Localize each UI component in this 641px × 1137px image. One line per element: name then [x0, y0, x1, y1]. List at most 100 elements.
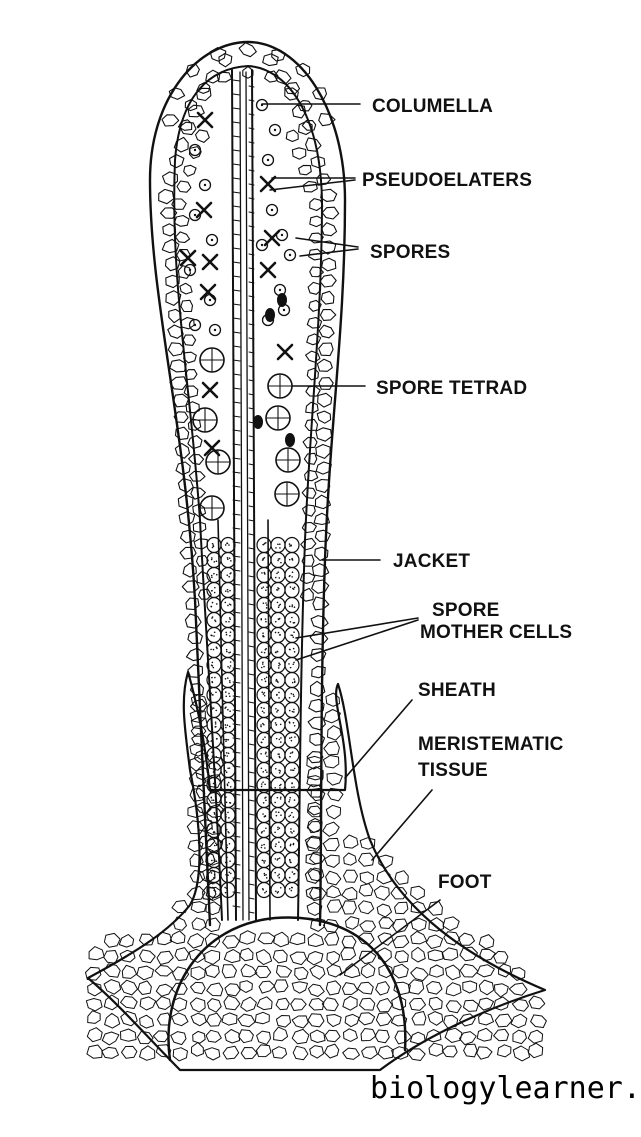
cell-dot — [211, 542, 214, 545]
foot-cell — [272, 949, 288, 964]
pseudoelater — [201, 253, 219, 271]
cell-dot — [265, 799, 267, 802]
jacket-cell — [308, 248, 323, 261]
cell-dot — [277, 753, 280, 755]
cell-dot — [278, 697, 280, 699]
cell-dot — [227, 752, 230, 755]
cell-dot — [228, 617, 231, 619]
foot-cell — [444, 1027, 463, 1043]
spore-mother-cell — [220, 536, 236, 554]
columella-cell-wall — [232, 639, 241, 642]
foot-cell — [458, 1031, 477, 1046]
cell-dot — [294, 736, 296, 738]
columella-cell-wall — [248, 589, 255, 592]
foot-cell — [375, 1012, 393, 1027]
label-spores: SPORES — [370, 242, 450, 263]
foot-cell — [204, 1047, 221, 1061]
jacket-cell — [161, 238, 180, 254]
pseudoelater — [196, 111, 214, 129]
foot-cell — [343, 834, 359, 849]
cell-dot — [293, 631, 295, 633]
cell-dot — [212, 648, 215, 651]
foot-cell — [187, 805, 204, 818]
columella-cell-wall — [248, 617, 255, 620]
cell-dot — [277, 811, 280, 814]
foot-cell — [240, 963, 258, 978]
pseudoelater-dark — [277, 293, 287, 307]
cell-dot — [274, 631, 277, 634]
cell-dot — [279, 784, 281, 787]
foot-cell — [186, 885, 206, 901]
cell-dot — [214, 769, 216, 771]
cell-dot — [288, 696, 291, 699]
jacket-cell — [202, 885, 217, 901]
cell-dot — [210, 664, 213, 666]
label-spore-mother-cells-line1: SPORE — [432, 600, 500, 621]
columella-cell-wall — [248, 351, 255, 354]
foot-cell — [378, 964, 394, 979]
cell-dot — [211, 799, 213, 801]
cell-dot — [214, 586, 216, 589]
jacket-cell — [188, 453, 205, 465]
foot-cell — [306, 775, 324, 788]
cell-dot — [276, 589, 278, 591]
jacket-cell — [271, 49, 286, 62]
cell-dot — [275, 814, 278, 817]
jacket-cells — [158, 42, 340, 901]
cell-dot — [260, 724, 262, 726]
cell-dot — [211, 601, 214, 604]
pseudoelater — [179, 249, 197, 267]
cell-dot — [275, 724, 278, 726]
cell-dot — [277, 875, 279, 877]
jacket-cell — [167, 324, 184, 339]
foot-cell — [322, 837, 340, 852]
columella-cell-wall — [232, 737, 241, 740]
cell-dot — [213, 572, 215, 575]
cell-dot — [263, 872, 266, 875]
jacket-cell — [311, 579, 330, 594]
columella-cell-wall — [232, 275, 241, 278]
foot-cell — [463, 1043, 478, 1058]
foot-cell — [206, 982, 224, 997]
foot-cell — [341, 900, 357, 915]
foot-cell — [360, 1028, 377, 1042]
columella-cell-wall — [248, 729, 255, 732]
foot-cell — [325, 692, 340, 707]
foot-cell — [394, 950, 409, 963]
cell-dot — [276, 859, 279, 861]
cell-dot — [291, 576, 293, 578]
cell-dot — [277, 558, 280, 560]
columella-cell-wall — [248, 183, 255, 186]
jacket-cell — [238, 42, 257, 58]
columella-cell-wall — [248, 267, 255, 270]
cell-dot — [276, 601, 279, 604]
cell-dot — [260, 651, 263, 654]
cell-dot — [211, 557, 213, 559]
label-spore-tetrad: SPORE TETRAD — [376, 378, 527, 399]
columella-cell-wall — [248, 533, 255, 536]
foot-cell — [273, 979, 289, 993]
foot-cell — [445, 982, 462, 997]
columella-cell-wall — [248, 463, 255, 466]
cell-dot — [278, 662, 280, 664]
spore-mother-cell — [284, 716, 300, 734]
foot-cell — [207, 998, 222, 1013]
cell-dot — [213, 873, 216, 876]
columella-cell-wall — [248, 883, 255, 886]
cell-dot — [262, 771, 265, 773]
cell-dot — [228, 620, 230, 623]
foot-cell — [358, 1012, 376, 1026]
cell-dot — [278, 738, 281, 741]
spore-tetrad — [199, 347, 225, 373]
jacket-cell — [187, 418, 202, 431]
jacket-cell — [162, 223, 177, 237]
jacket-cell — [168, 154, 185, 169]
columella-cell-wall — [248, 743, 255, 746]
spore-nucleus — [193, 148, 197, 152]
cell-dot — [224, 590, 227, 592]
jacket-cell — [174, 231, 191, 244]
jacket-cell — [182, 334, 197, 346]
cell-dot — [278, 827, 281, 830]
spore-mother-cell — [270, 566, 286, 584]
foot-cell — [478, 997, 494, 1011]
